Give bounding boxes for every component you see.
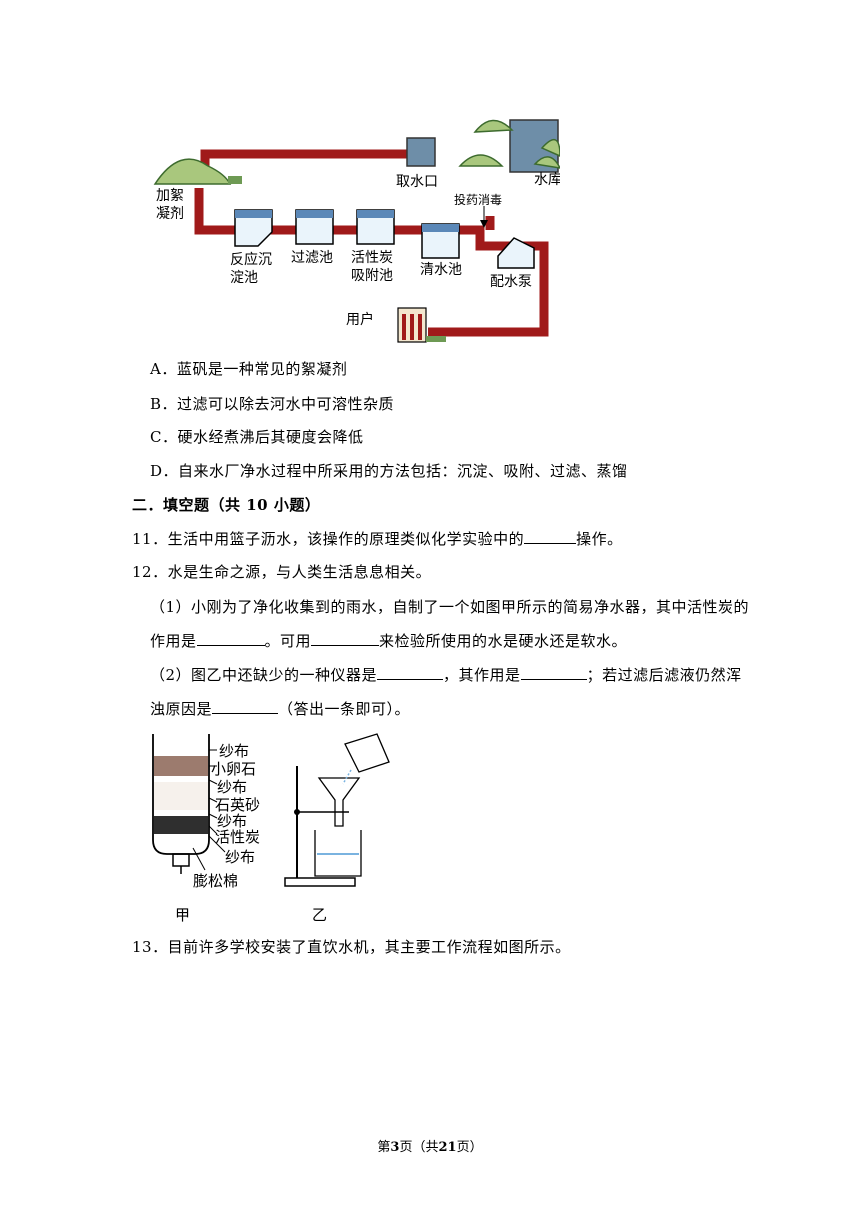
label-sediment-2: 淀池 — [230, 270, 258, 286]
option-d: D．自来水厂净水过程中所采用的方法包括：沉淀、吸附、过滤、蒸馏 — [150, 462, 628, 480]
label-carbon-2: 吸附池 — [351, 268, 393, 284]
question-13: 13．目前许多学校安装了直饮水机，其主要工作流程如图所示。 — [132, 938, 571, 956]
question-12-stem: 12．水是生命之源，与人类生活息息相关。 — [132, 563, 432, 581]
label-pump: 配水泵 — [490, 274, 532, 290]
label-user: 用户 — [346, 311, 374, 328]
label-filter: 过滤池 — [291, 250, 333, 266]
answer-blank[interactable] — [196, 630, 265, 646]
question-11: 11．生活中用篮子沥水，该操作的原理类似化学实验中的操作。 — [132, 528, 623, 548]
question-12-part2-line2: 浊原因是（答出一条即可）。 — [150, 698, 411, 718]
layer-label-1: 纱布 — [219, 742, 249, 760]
layer-label-6: 活性炭 — [215, 828, 260, 846]
bush-reservoir-2 — [458, 154, 504, 167]
layer-pebble — [154, 756, 208, 776]
page-footer: 第3页（共21页） — [377, 1140, 483, 1155]
layer-label-8: 膨松棉 — [193, 872, 238, 890]
layer-sand — [154, 782, 208, 810]
purifier-diagram: 纱布 小卵石 纱布 石英砂 纱布 活性炭 纱布 膨松棉 甲 乙 — [152, 733, 390, 924]
label-intake: 取水口 — [396, 174, 438, 190]
label-sediment-1: 反应沉 — [230, 251, 272, 268]
answer-blank[interactable] — [524, 528, 577, 544]
layer-label-3: 纱布 — [217, 778, 247, 796]
bush-left — [153, 158, 232, 185]
label-clear: 清水池 — [420, 262, 462, 278]
intake-box — [406, 137, 436, 167]
stand-base — [284, 877, 356, 887]
water-treatment-diagram: 加絮 凝剂 取水口 水库 投药消毒 反应沉 淀池 过滤池 活性炭 吸附池 清水池… — [153, 119, 560, 343]
bush-reservoir-1 — [473, 119, 514, 133]
label-disinfect: 投药消毒 — [454, 192, 502, 207]
label-carbon-1: 活性炭 — [351, 250, 393, 266]
layer-label-7: 纱布 — [225, 848, 255, 866]
pipe-line — [200, 149, 412, 168]
label-coagulant-1: 加絮 — [156, 187, 184, 204]
section-title: 二．填空题（共 10 小题） — [132, 496, 321, 514]
caption-jia: 甲 — [175, 906, 190, 924]
layer-carbon — [154, 816, 208, 834]
answer-blank[interactable] — [311, 630, 380, 646]
pump-house — [497, 237, 535, 269]
layer-label-2: 小卵石 — [211, 760, 256, 778]
layer-label-5: 纱布 — [217, 812, 247, 830]
bush-reservoir-4 — [533, 156, 560, 169]
question-12-part2-line1: （2）图乙中还缺少的一种仪器是，其作用是；若过滤后滤液仍然浑 — [150, 664, 742, 684]
label-coagulant-2: 凝剂 — [156, 206, 184, 222]
beaker — [314, 830, 362, 877]
answer-blank[interactable] — [212, 698, 279, 714]
pipe-line-2 — [194, 188, 549, 337]
answer-blank[interactable] — [377, 664, 444, 680]
label-reservoir: 水库 — [534, 172, 560, 188]
question-12-part1-line1: （1）小刚为了净化收集到的雨水，自制了一个如图甲所示的简易净水器，其中活性炭的 — [150, 598, 750, 616]
layer-label-4: 石英砂 — [215, 796, 260, 814]
pouring-beaker — [344, 733, 390, 773]
caption-yi: 乙 — [312, 906, 327, 924]
option-c: C．硬水经煮沸后其硬度会降低 — [150, 428, 364, 446]
option-b: B．过滤可以除去河水中可溶性杂质 — [150, 395, 395, 413]
funnel — [317, 777, 361, 827]
option-a: A．蓝矾是一种常见的絮凝剂 — [150, 360, 348, 378]
answer-blank[interactable] — [520, 664, 587, 680]
question-12-part1-line2: 作用是。可用来检验所使用的水是硬水还是软水。 — [150, 630, 628, 650]
